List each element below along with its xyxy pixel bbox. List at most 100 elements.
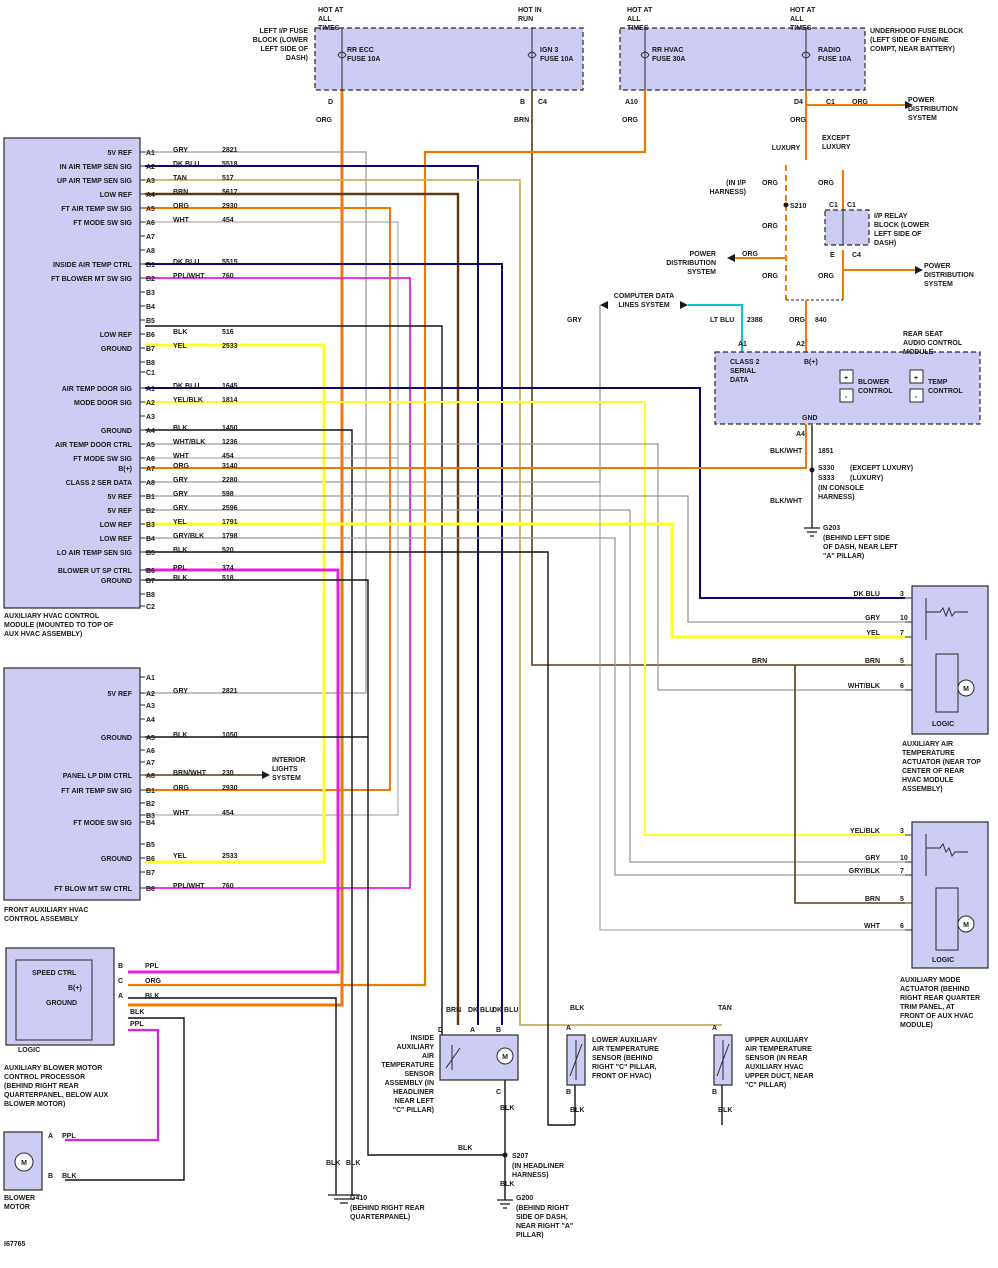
wire-label-org-5: ORG <box>852 99 869 106</box>
gry-cdl-label: GRY <box>567 317 582 324</box>
lower-pin-b: B <box>566 1089 571 1096</box>
upper-pin-b: B <box>712 1089 717 1096</box>
aux-row-pin: B3 <box>146 522 155 529</box>
wire-b7-yel <box>145 343 326 864</box>
aux-row-color: BLK <box>173 329 187 336</box>
aux-row-pin: A2 <box>146 164 155 171</box>
front-row-color: BLK <box>173 732 187 739</box>
front-row-pin: A7 <box>146 760 155 767</box>
actuator-pin: 7 <box>900 630 904 637</box>
bm-pin-a: A <box>48 1133 53 1140</box>
aux-row-circuit: 454 <box>222 453 234 460</box>
s333-label: S333 <box>818 475 834 482</box>
inside-pin-a: A <box>470 1027 475 1034</box>
aux-row-color: DK BLU <box>173 259 199 266</box>
front-row-circuit: 2821 <box>222 688 238 695</box>
front-row-color: BRN/WHT <box>173 770 207 777</box>
relay-pin-e: E <box>830 252 835 259</box>
aux-row-pin: B6 <box>146 332 155 339</box>
mode-actuator <box>911 821 989 969</box>
wire-ign3-feed <box>531 90 785 666</box>
rsa-bplus: B(+) <box>804 359 818 366</box>
bp-wire-org: ORG <box>145 978 162 985</box>
actuator-wire-color: DK BLU <box>854 591 880 598</box>
aux-row-name: LOW REF <box>100 192 133 199</box>
aux-row-pin: B3 <box>146 290 155 297</box>
org-840-label: ORG <box>789 317 806 324</box>
actuator-wire-color: WHT/BLK <box>848 683 880 690</box>
aux-row-pin: A5 <box>146 206 155 213</box>
arrow-cdl-left <box>600 301 608 309</box>
aux-row-circuit: 2930 <box>222 203 238 210</box>
wire-brn-actuators <box>785 664 905 904</box>
wire-c-a4-blk <box>145 429 353 1195</box>
aux-row-pin: A3 <box>146 414 155 421</box>
bp-wire-blk: BLK <box>145 993 159 1000</box>
lt-blu-label: LT BLU <box>710 317 734 324</box>
arrow-pds-3 <box>915 266 923 274</box>
wire-mode-wht <box>599 480 905 931</box>
aux-row-pin: B2 <box>146 508 155 515</box>
actuator-pin: 6 <box>900 683 904 690</box>
aux-row-name: GROUND <box>101 428 132 435</box>
relay-pin-c1b: C1 <box>847 202 856 209</box>
front-row-circuit: 2533 <box>222 853 238 860</box>
circuit-840: 840 <box>815 317 827 324</box>
aux-row-pin: C2 <box>146 604 155 611</box>
aux-row-circuit: 520 <box>222 547 234 554</box>
aux-row-color: ORG <box>173 463 190 470</box>
aux-row-pin: B1 <box>146 262 155 269</box>
aux-row-circuit: 2596 <box>222 505 238 512</box>
aux-row-name: BLOWER UT SP CTRL <box>58 568 133 575</box>
wire-bp-ppl2 <box>65 1028 160 1142</box>
actuator-pin: 3 <box>900 828 904 835</box>
aux-row-name: CLASS 2 SER DATA <box>66 480 132 487</box>
aux-hvac-control-module <box>3 137 145 609</box>
aux-row-name: 5V REF <box>107 150 132 157</box>
lower-air-temp-sensor <box>566 1034 586 1086</box>
actuator-pin: 10 <box>900 615 908 622</box>
inside-wire-dkblu-1: DK BLU <box>468 1007 494 1014</box>
aux-row-name: AIR TEMP DOOR CTRL <box>55 442 133 449</box>
rsa-pin-a2: A2 <box>796 341 805 348</box>
front-aux-hvac-assembly <box>3 667 141 901</box>
wire-label-org-4: ORG <box>790 117 807 124</box>
aux-row-pin: A8 <box>146 248 155 255</box>
bp-bplus: B(+) <box>68 985 82 992</box>
rsa-circuit-1851: 1851 <box>818 448 834 455</box>
inside-pin-d: D <box>438 1027 443 1034</box>
aux-row-name: FT MODE SW SIG <box>73 220 132 227</box>
ground-g200-icon <box>497 1199 513 1209</box>
actuator-wire-color: GRY/BLK <box>849 868 880 875</box>
rear-seat-audio-module <box>714 351 981 425</box>
aux-row-color: BRN <box>173 189 188 196</box>
wire-label-org-3: ORG <box>622 117 639 124</box>
bm-pin-b: B <box>48 1173 53 1180</box>
aux-row-pin: B8 <box>146 360 155 367</box>
wire-rr-hvac-feed <box>128 90 647 987</box>
aux-row-name: FT BLOWER MT SW SIG <box>51 276 132 283</box>
aux-row-pin: B5 <box>146 318 155 325</box>
ground-g203-icon <box>804 527 820 537</box>
pin-d4-top: D4 <box>794 99 803 106</box>
wire-c-a1-dkblu <box>145 387 905 599</box>
front-row-pin: B6 <box>146 856 155 863</box>
aux-row-pin: A7 <box>146 466 155 473</box>
bp-wire-ppl: PPL <box>145 963 159 970</box>
actuator-pin: 6 <box>900 923 904 930</box>
aux-row-name: FT MODE SW SIG <box>73 456 132 463</box>
lower-pin-a: A <box>566 1025 571 1032</box>
aux-row-color: YEL <box>173 519 187 526</box>
actuator-wire-color: YEL/BLK <box>850 828 880 835</box>
aux-row-name: 5V REF <box>107 508 132 515</box>
